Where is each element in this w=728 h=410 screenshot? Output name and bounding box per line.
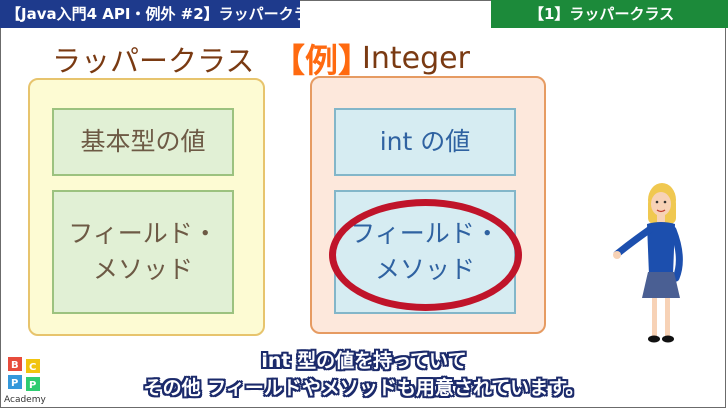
primitive-value-label: 基本型の値 [80,127,206,156]
int-value-label: int の値 [379,127,471,156]
logo-letter-p2: P [29,380,36,391]
wrapper-class-title: ラッパークラス [52,44,255,78]
int-value-box: int の値 [334,108,516,176]
primitive-value-box: 基本型の値 [52,108,234,176]
left-methods-line: メソッド [92,255,193,284]
logo-academy-text: Academy [4,395,46,405]
left-fields-methods-label: フィールド・ メソッド [68,216,218,288]
logo-letter-b: B [11,360,19,371]
integer-title: Integer [362,41,470,76]
bcpp-academy-logo: B C P P [8,357,40,391]
header-right-title: 【1】ラッパークラス [491,0,728,28]
left-fields-line: フィールド・ [68,219,218,248]
logo-letter-p1: P [11,378,18,389]
caption-line-2: その他 フィールドやメソッドも用意されています。 [143,377,585,399]
caption-line-1: int 型の値を持っていて [261,350,467,372]
left-fields-methods-box: フィールド・ メソッド [52,190,234,314]
header-left-title: 【Java入門4 API・例外 #2】ラッパークラス [0,0,323,28]
presenter-illustration [613,183,683,343]
highlight-ellipse [329,199,522,311]
logo-letter-c: C [29,362,36,373]
example-label: 【例】 [272,41,371,80]
